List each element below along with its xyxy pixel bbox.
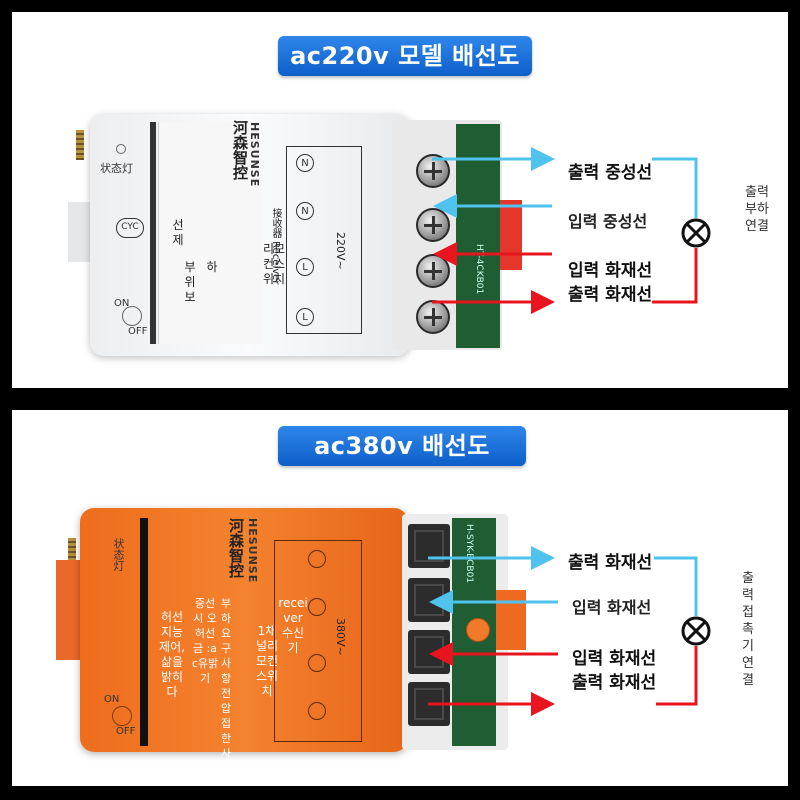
schematic-box <box>274 540 362 742</box>
product-label <box>158 122 263 344</box>
load-label: 출력접촉기연결 <box>742 571 754 688</box>
label-in-live: 입력 화재선 <box>568 261 653 281</box>
schematic-box <box>286 146 362 334</box>
label-stripe <box>150 122 156 344</box>
antenna-icon <box>68 538 76 568</box>
overlay-text-1: 선제 <box>172 218 184 247</box>
terminal-l2-icon: L <box>296 308 314 326</box>
label-out-live: 출력 화재선 <box>568 285 653 305</box>
panel-ac380v: ac380v 배선도 状态灯 ON OFF 허선지능제어,삶을밝히다 중선시 오… <box>12 410 788 786</box>
overlay-text-4: 하 <box>206 260 218 274</box>
label-in-live-1: 입력 화재선 <box>572 598 652 617</box>
terminal-l1-icon: L <box>296 258 314 276</box>
terminal-n2-icon: N <box>296 202 314 220</box>
off-label: OFF <box>116 726 136 737</box>
mount-tab <box>68 202 92 262</box>
brand-en: HESUNSE <box>248 122 261 188</box>
pcb-board <box>456 124 500 348</box>
overlay-remote: 1채널리모컨스위치 <box>255 624 279 698</box>
on-label: ON <box>104 694 120 705</box>
orange-clip <box>496 590 526 650</box>
label-out-live-2: 출력 화재선 <box>572 673 657 693</box>
wiring-diagram <box>432 147 711 314</box>
panel-ac220v: ac220v 모델 배선도 状态灯 CYC ON OFF 선제 부위보 하 HE… <box>12 12 788 388</box>
antenna-icon <box>76 130 84 160</box>
status-light-label: 状态灯 <box>112 538 125 571</box>
label-stripe <box>140 518 148 746</box>
label-in-live-2: 입력 화재선 <box>572 649 657 669</box>
on-label: ON <box>114 298 130 309</box>
brand-cn: 河森智控 <box>231 120 249 180</box>
overlay-text-2: 리모컨스위치 <box>262 242 286 286</box>
label-out-neutral: 출력 중성선 <box>568 163 653 183</box>
terminal-l3-icon <box>308 654 326 672</box>
logo-badge: CYC <box>116 218 144 238</box>
label-in-neutral: 입력 중성선 <box>568 212 648 231</box>
overlay-text-a: 허선지능제어,삶을밝히다 <box>159 610 185 699</box>
status-light-icon <box>116 144 126 154</box>
terminal-n1-icon: N <box>296 154 314 172</box>
overlay-text-b: 중선시 오허선금 :ac유밝기 <box>191 597 219 685</box>
pcb-text: H-SYK-BCB01 <box>464 524 474 584</box>
voltage-label: 380V~ <box>334 618 347 656</box>
panel1-title: ac220v 모델 배선도 <box>278 36 532 76</box>
terminal-slot-icon <box>408 524 450 568</box>
mount-tab <box>56 560 82 660</box>
voltage-label: 220V~ <box>334 232 347 270</box>
load-label: 출력부하연결 <box>745 185 769 234</box>
receiver-device-orange <box>80 508 408 752</box>
overlay-text-c: 부하요구사항전압접한사용 <box>220 597 232 775</box>
label-out-live-1: 출력 화재선 <box>568 553 653 573</box>
brand-en: HESUNSE <box>246 518 259 584</box>
panel2-title: ac380v 배선도 <box>278 426 526 466</box>
receiver-label: 接收器 Receiver <box>270 208 281 285</box>
adjust-knob-icon <box>466 618 490 642</box>
wiring-diagram <box>428 546 711 716</box>
power-button-icon[interactable] <box>112 706 132 726</box>
overlay-text-3: 부위보 <box>184 260 196 304</box>
overlay-receiver: receiver수신기 <box>278 596 308 655</box>
wire-2-to-load <box>656 646 698 706</box>
wire-live-to-load <box>652 248 698 304</box>
wire-1-to-load <box>654 556 698 616</box>
power-button-icon[interactable] <box>122 306 142 326</box>
wire-neutral-to-load <box>652 157 698 218</box>
pcb-text: HT-4CKB01 <box>474 244 484 295</box>
terminal-l1-icon <box>308 550 326 568</box>
terminal-l2-icon <box>308 598 326 616</box>
brand-cn: 河森智控 <box>227 518 245 578</box>
off-label: OFF <box>128 326 148 337</box>
terminal-l4-icon <box>308 702 326 720</box>
status-light-label: 状态灯 <box>100 162 133 175</box>
